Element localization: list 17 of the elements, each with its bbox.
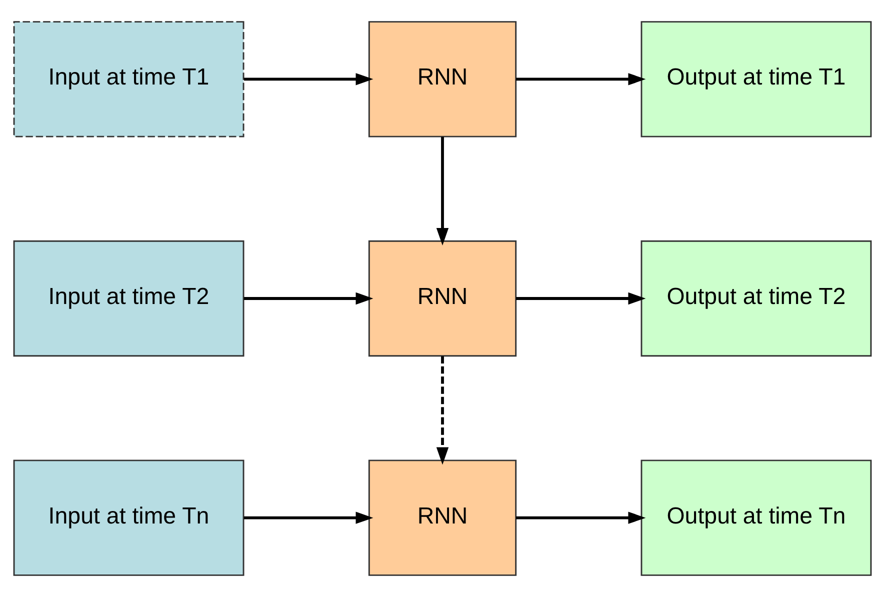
arrow	[244, 73, 374, 86]
arrow	[436, 136, 449, 246]
arrow	[516, 292, 646, 305]
arrow	[516, 512, 646, 524]
arrow	[244, 292, 374, 305]
node-box: RNN	[368, 240, 517, 357]
node-box: Output at time T2	[640, 240, 872, 357]
node-box: Input at time Tn	[13, 460, 244, 576]
arrow	[244, 512, 374, 524]
node-box: RNN	[368, 460, 517, 576]
node-box: RNN	[368, 21, 517, 138]
node-box: Input at time T1	[13, 21, 244, 138]
arrow	[436, 356, 449, 465]
arrow	[516, 73, 646, 86]
node-box: Output at time T1	[640, 21, 872, 138]
node-box: Input at time T2	[13, 240, 244, 357]
node-box: Output at time Tn	[640, 460, 872, 576]
